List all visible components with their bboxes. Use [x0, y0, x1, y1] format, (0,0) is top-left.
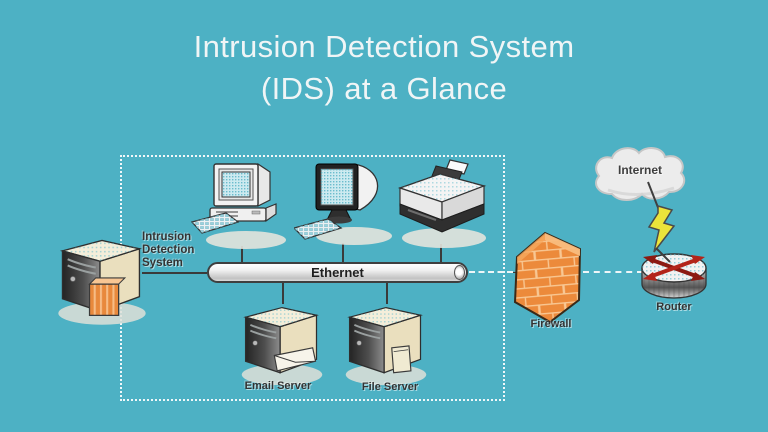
desktop-computer-icon — [190, 158, 294, 252]
file-server-label: File Server — [361, 381, 419, 393]
dashed-wire-firewall-router — [583, 271, 643, 273]
monitor-icon — [292, 160, 398, 250]
router-icon — [638, 250, 710, 308]
ids-server-icon — [50, 230, 154, 330]
slide-title-line2: (IDS) at a Glance — [260, 71, 508, 106]
internet-label: Internet — [617, 163, 662, 177]
wire-pc2 — [342, 243, 344, 263]
dashed-wire-ethernet-firewall — [469, 271, 513, 273]
printer-icon — [392, 158, 492, 250]
slide-title: Intrusion Detection System (IDS) at a Gl… — [0, 26, 768, 110]
lightning-bolt-icon — [628, 176, 684, 268]
router-label: Router — [656, 301, 692, 313]
wire-pc1 — [241, 246, 243, 263]
wire-email-server — [282, 283, 284, 304]
ids-label: Intrusion Detection System — [142, 231, 195, 269]
ethernet-label: Ethernet — [311, 265, 364, 280]
file-server-icon — [338, 298, 434, 390]
ethernet-bus: Ethernet — [207, 262, 468, 283]
email-server-icon — [234, 298, 330, 390]
firewall-icon — [506, 226, 586, 328]
wire-ids — [142, 272, 207, 274]
ethernet-end-cap — [454, 265, 465, 280]
slide-title-line1: Intrusion Detection System — [193, 29, 575, 64]
email-server-label: Email Server — [244, 380, 312, 392]
internet-cloud-icon — [588, 144, 692, 206]
wire-file-server — [386, 283, 388, 304]
firewall-label: Firewall — [530, 318, 572, 330]
wire-printer — [440, 244, 442, 263]
